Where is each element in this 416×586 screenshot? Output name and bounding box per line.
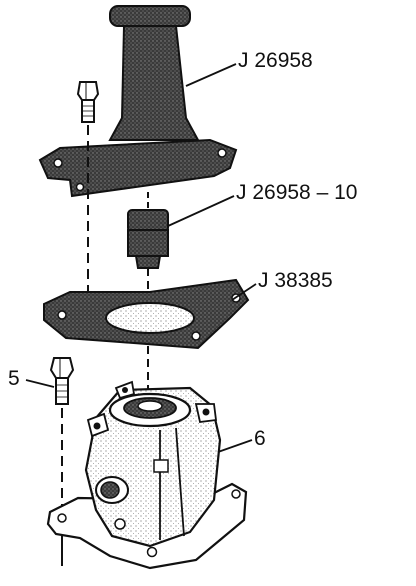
label-j26958: J 26958: [238, 49, 313, 72]
label-item-5: 5: [8, 367, 20, 390]
bolt-5: [49, 357, 75, 405]
leader-6: [217, 439, 253, 453]
bolt-upper: [76, 81, 100, 123]
label-j26958-10: J 26958 – 10: [236, 181, 358, 204]
tool-j26958: [38, 5, 238, 198]
plate-j38385: [43, 278, 250, 350]
leader-j26958: [185, 63, 237, 87]
label-j38385: J 38385: [258, 269, 333, 292]
leader-5: [25, 379, 55, 388]
label-item-6: 6: [254, 427, 266, 450]
leader-j26958-10: [167, 195, 235, 227]
housing-6: [46, 380, 248, 570]
adapter-j26958-10: [127, 209, 169, 269]
leader-j38385: [231, 283, 257, 301]
